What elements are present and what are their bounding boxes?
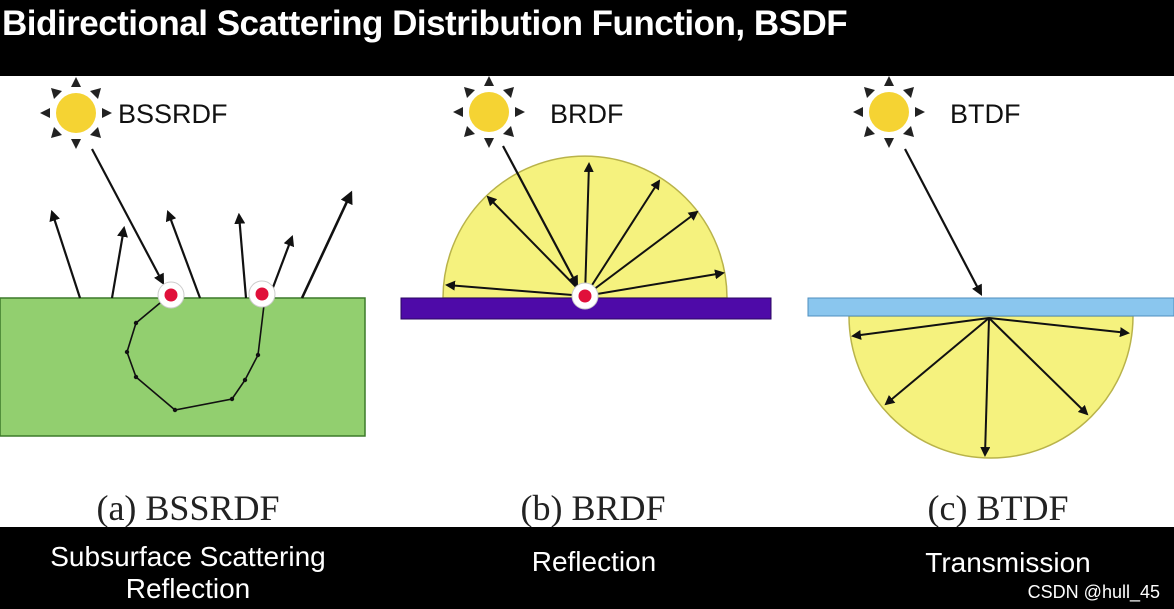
panel-label-btdf: BTDF	[950, 99, 1021, 129]
transmitted-ray	[980, 317, 991, 457]
transmission-hemisphere	[848, 315, 1134, 459]
panel-label-brdf: BRDF	[550, 99, 624, 129]
caption-btdf: (c) BTDF	[928, 488, 1069, 528]
transmissive-surface	[807, 297, 1174, 317]
transmitted-ray	[988, 317, 1089, 416]
description-brdf: Reflection	[531, 546, 657, 577]
title-bar: Bidirectional Scattering Distribution Fu…	[0, 0, 1174, 76]
reflected-ray	[445, 280, 586, 297]
reflected-ray	[49, 209, 82, 299]
reflected-ray	[584, 210, 699, 297]
page-title: Bidirectional Scattering Distribution Fu…	[2, 4, 848, 43]
incident-ray	[904, 148, 983, 296]
transmitted-ray	[851, 317, 990, 340]
reflected-ray	[583, 162, 594, 297]
bottom-bar: Subsurface Scattering Reflection Reflect…	[0, 527, 1174, 609]
reflected-ray	[270, 234, 295, 291]
reflected-ray	[165, 209, 202, 299]
incident-ray	[502, 145, 579, 287]
reflected-ray	[584, 179, 661, 297]
caption-brdf: (b) BRDF	[520, 488, 665, 528]
watermark: CSDN @hull_45	[1027, 582, 1160, 602]
reflected-ray	[584, 269, 725, 297]
scatter-point-icon	[157, 281, 185, 309]
reflected-ray	[234, 212, 248, 299]
transmitted-ray	[884, 317, 990, 406]
description-btdf: Transmission	[925, 547, 1091, 578]
transmitted-ray	[988, 317, 1130, 338]
panel-label-bssrdf: BSSRDF	[118, 99, 228, 129]
reflected-ray	[110, 225, 128, 299]
description-bssrdf: Subsurface Scattering Reflection	[50, 541, 326, 604]
incident-ray	[91, 148, 165, 285]
panel-brdf: BRDF (b) BRDF	[400, 76, 772, 528]
scatter-point-icon	[248, 280, 276, 308]
reflected-ray	[300, 190, 353, 299]
sun-icon	[853, 76, 925, 148]
skin-material	[0, 297, 366, 437]
sun-icon	[40, 77, 112, 149]
reflection-hemisphere	[442, 155, 728, 299]
sun-icon	[453, 76, 525, 148]
subsurface-path-nodes	[124, 320, 261, 413]
caption-bssrdf: (a) BSSRDF	[96, 488, 279, 528]
panel-bssrdf: BSSRDF (a) BSSRDF	[0, 77, 366, 528]
reflected-ray	[486, 195, 586, 297]
scatter-point-icon	[571, 282, 599, 310]
panel-btdf: BTDF (c) BTDF	[807, 76, 1174, 528]
